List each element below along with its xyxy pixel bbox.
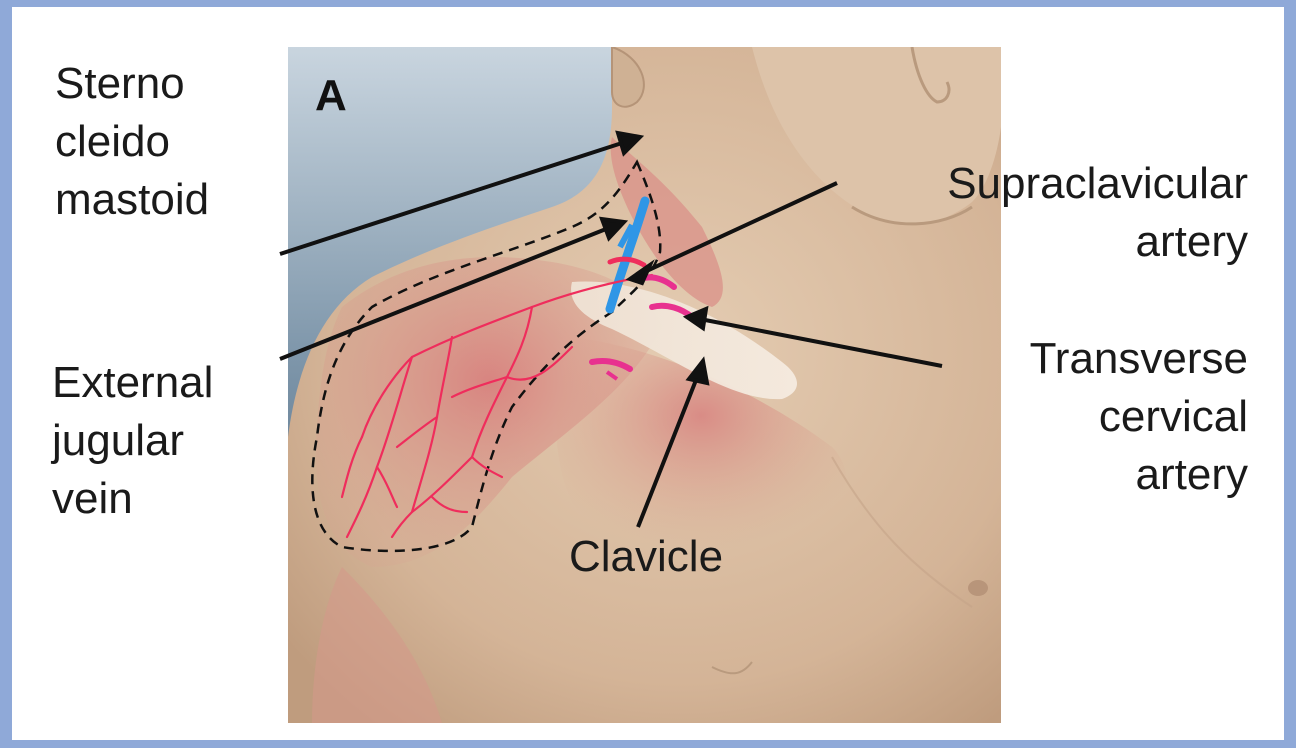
label-line: Supraclavicular [947, 155, 1248, 213]
label-line: External [52, 354, 213, 412]
label-clavicle: Clavicle [569, 528, 723, 586]
label-line: cleido [55, 113, 209, 171]
label-supraclavicular-artery: Supraclavicular artery [947, 155, 1248, 271]
label-line: jugular [52, 412, 213, 470]
label-line: cervical [1030, 388, 1248, 446]
label-external-jugular-vein: External jugular vein [52, 354, 213, 528]
label-line: Sterno [55, 55, 209, 113]
label-line: artery [947, 213, 1248, 271]
illustration-body [288, 47, 1001, 723]
figure-card: A Sterno cleido mastoid External jugular… [12, 7, 1284, 740]
panel-letter: A [315, 71, 347, 121]
label-line: artery [1030, 446, 1248, 504]
label-line: mastoid [55, 171, 209, 229]
label-sternocleidomastoid: Sterno cleido mastoid [55, 55, 209, 229]
label-transverse-cervical-artery: Transverse cervical artery [1030, 330, 1248, 504]
label-line: Transverse [1030, 330, 1248, 388]
label-line: vein [52, 470, 213, 528]
